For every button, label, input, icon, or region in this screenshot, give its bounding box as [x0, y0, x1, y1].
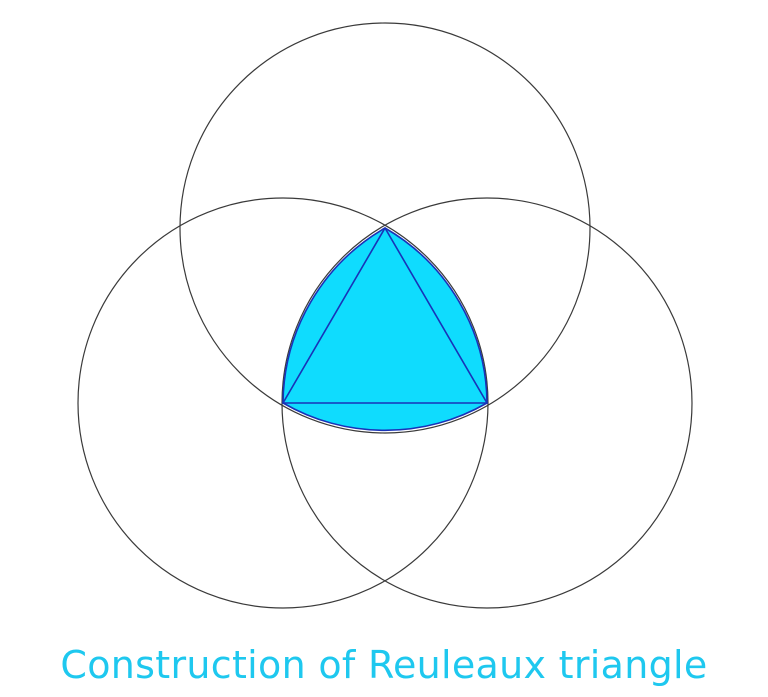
construction-circle-left — [77, 197, 489, 609]
reuleaux-triangle-region — [282, 227, 488, 432]
equilateral-triangle — [282, 227, 488, 404]
construction-circle-right — [281, 197, 693, 609]
reuleaux-construction-diagram — [77, 22, 693, 609]
construction-circle-top — [179, 22, 591, 434]
diagram-caption: Construction of Reuleaux triangle — [60, 643, 708, 687]
